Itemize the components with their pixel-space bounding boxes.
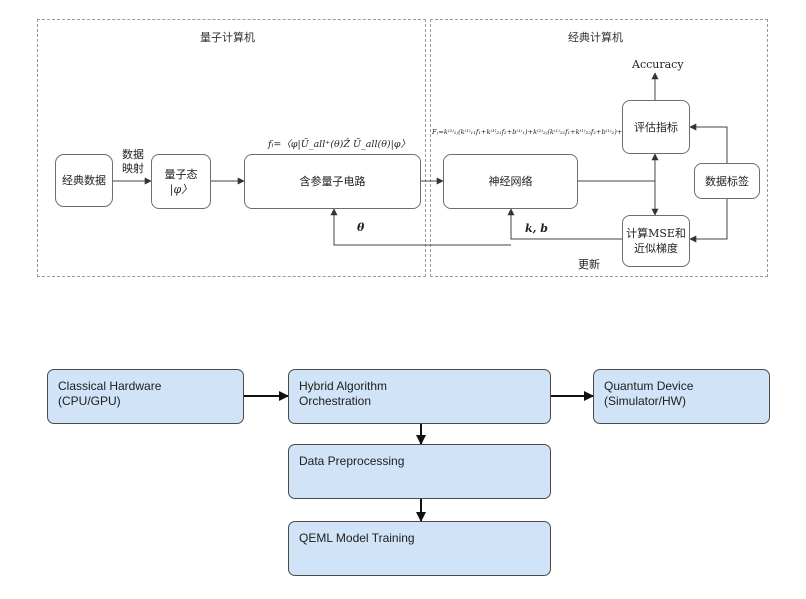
classical-computer-title: 经典计算机 — [568, 31, 623, 44]
hybrid-orchestration-box: Hybrid Algorithm Orchestration — [288, 369, 551, 424]
nn-output-formula: Fⱼ=k⁽²⁾₁ⱼ(k⁽¹⁾₁₁f₁+k⁽¹⁾₂₁f₂+b⁽¹⁾₁)+k⁽²⁾₂… — [432, 128, 641, 136]
weights-bias-label: k, b — [525, 222, 548, 235]
quantum-device-box: Quantum Device (Simulator/HW) — [593, 369, 770, 424]
quantum-device-title: Quantum Device — [604, 379, 694, 393]
update-label: 更新 — [578, 258, 600, 271]
theta-param-label: θ — [357, 221, 365, 234]
parameterized-circuit-label: 含参量子电路 — [299, 175, 366, 188]
loss-gradient-line1: 计算MSE和 — [626, 227, 686, 240]
data-labels-box: 数据标签 — [694, 163, 760, 199]
encoding-label: 数据 映射 — [118, 148, 148, 176]
classical-data-label: 经典数据 — [62, 174, 106, 187]
quantum-state-label: 量子态 — [164, 167, 198, 181]
classical-data-box: 经典数据 — [55, 154, 113, 207]
arrow-update-kb — [507, 208, 622, 240]
arrow-labels-to-loss — [689, 199, 728, 243]
neural-network-label: 神经网络 — [488, 175, 533, 188]
model-training-label: QEML Model Training — [299, 531, 415, 545]
quantum-device-subtitle: (Simulator/HW) — [604, 394, 687, 408]
data-labels-label: 数据标签 — [705, 174, 749, 188]
arrow-update-theta — [330, 208, 511, 246]
loss-gradient-line2: 近似梯度 — [634, 242, 678, 255]
model-training-box: QEML Model Training — [288, 521, 551, 576]
pqc-expectation-formula: fᵢ=〈φ|Ũ_all⁺(θ)Ẑ Ũ_all(θ)|φ〉 — [268, 139, 410, 150]
parameterized-circuit-box: 含参量子电路 — [244, 154, 421, 209]
accuracy-label: Accuracy — [632, 58, 684, 71]
quantum-computer-title: 量子计算机 — [200, 31, 255, 44]
classical-computer-region — [430, 19, 768, 277]
neural-network-box: 神经网络 — [443, 154, 578, 209]
quantum-state-ket: |φ〉 — [169, 182, 193, 196]
arrow-labels-to-eval — [689, 123, 728, 163]
hybrid-orchestration-title: Hybrid Algorithm — [299, 379, 388, 393]
quantum-computer-region — [37, 19, 426, 277]
quantum-state-box: 量子态 |φ〉 — [151, 154, 211, 209]
classical-hardware-title: Classical Hardware — [58, 379, 162, 393]
evaluation-metrics-box: 评估指标 — [622, 100, 690, 154]
classical-hardware-subtitle: (CPU/GPU) — [58, 394, 121, 408]
encoding-label-line2: 映射 — [122, 162, 144, 175]
classical-hardware-box: Classical Hardware (CPU/GPU) — [47, 369, 244, 424]
hybrid-orchestration-subtitle: Orchestration — [299, 394, 372, 408]
data-preprocessing-label: Data Preprocessing — [299, 454, 405, 468]
encoding-label-line1: 数据 — [122, 148, 144, 161]
evaluation-metrics-label: 评估指标 — [634, 120, 678, 134]
loss-gradient-box: 计算MSE和 近似梯度 — [622, 215, 690, 267]
data-preprocessing-box: Data Preprocessing — [288, 444, 551, 499]
